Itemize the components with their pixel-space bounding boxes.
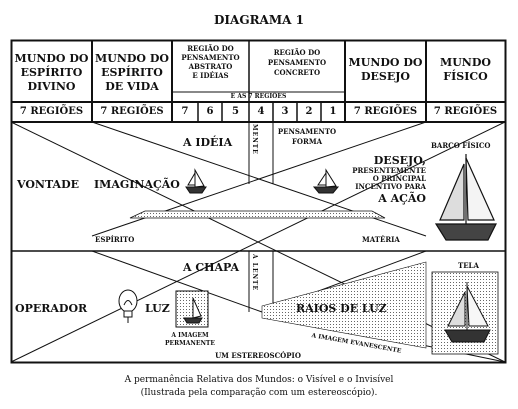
label-a-lente: A LENTE	[251, 254, 258, 292]
seven-regions-physical: 7 REGIÕES	[433, 106, 498, 117]
ship-icon-physical	[434, 154, 497, 241]
world-header-line: DIVINO	[27, 80, 76, 93]
region-number: 4	[257, 106, 265, 117]
label-tela: TELA	[458, 261, 479, 270]
caption-line-1: A permanência Relativa dos Mundos: o Vis…	[124, 375, 394, 385]
label-desejo-line: INCENTIVO PARA	[355, 182, 426, 191]
world-header-line: MUNDO	[440, 56, 491, 69]
label-a-chapa: A CHAPA	[183, 261, 240, 274]
label-desejo-line: PRESENTEMENTE	[352, 166, 426, 175]
world-header-desire: MUNDO DO DESEJO	[345, 56, 426, 84]
label-imagem-line: A IMAGEM	[171, 332, 209, 339]
label-barco-fisico: BARCO FÍSICO	[431, 141, 491, 150]
world-header-line: MUNDO DO	[14, 52, 89, 65]
region-header-line: PENSAMENTO	[267, 58, 327, 67]
label-imagem-permanente: A IMAGEM PERMANENTE	[160, 332, 220, 348]
ship-icon-left	[185, 168, 207, 194]
world-header-physical: MUNDO FÍSICO	[426, 56, 505, 84]
region-header-line: CONCRETO	[273, 68, 321, 77]
region-abstract-thought: REGIÃO DO PENSAMENTO ABSTRATO E IDÉIAS	[172, 44, 249, 80]
label-materia: MATÉRIA	[362, 235, 400, 244]
world-header-life-spirit: MUNDO DO ESPÍRITO DE VIDA	[92, 52, 172, 94]
region-concrete-thought: REGIÃO DO PENSAMENTO CONCRETO	[249, 48, 345, 78]
label-mente: MENTE	[251, 124, 258, 155]
outer-frame	[10, 39, 507, 364]
region-header-line: PENSAMENTO	[181, 53, 240, 62]
world-header-line: ESPÍRITO	[20, 66, 83, 79]
label-desejo: DESEJO,	[373, 154, 426, 167]
region-number: 2	[305, 106, 313, 117]
lightbulb-icon	[118, 289, 138, 323]
region-number: 6	[206, 106, 214, 117]
diagram-title: DIAGRAMA 1	[214, 13, 304, 27]
light-rays	[261, 261, 427, 349]
label-permanente-line: PERMANENTE	[165, 340, 215, 347]
world-header-line: DE VIDA	[105, 80, 159, 93]
label-forma-line: FORMA	[291, 137, 323, 146]
seven-regions-divine: 7 REGIÕES	[19, 106, 84, 117]
label-desejo-detail: PRESENTEMENTE O PRINCIPAL INCENTIVO PARA	[352, 167, 426, 191]
label-pensamento-line: PENSAMENTO	[277, 127, 337, 136]
label-vontade: VONTADE	[17, 178, 80, 191]
label-a-acao: A AÇÃO	[378, 192, 426, 205]
region-number: 7	[181, 106, 189, 117]
label-estereoscopio: UM ESTEREOSCÓPIO	[215, 351, 301, 360]
label-operador: OPERADOR	[15, 302, 88, 315]
world-header-line: ESPÍRITO	[101, 66, 163, 79]
region-header-line: ABSTRATO	[188, 62, 233, 71]
world-header-line: FÍSICO	[443, 70, 488, 83]
world-header-line: MUNDO DO	[95, 52, 169, 65]
seven-regions-life: 7 REGIÕES	[100, 106, 164, 117]
caption-line-2: (Ilustrada pela comparação com um estere…	[140, 388, 378, 398]
region-number: 5	[232, 106, 239, 117]
world-header-line: DESEJO	[360, 70, 411, 83]
world-header-line: MUNDO DO	[348, 56, 423, 69]
world-header-divine: MUNDO DO ESPÍRITO DIVINO	[11, 52, 92, 94]
region-number: 1	[329, 106, 337, 117]
label-luz: LUZ	[145, 302, 170, 315]
regions-label: E AS 7 REGIÕES	[230, 93, 287, 100]
hatched-wedge	[129, 210, 386, 219]
seven-regions-desire: 7 REGIÕES	[353, 106, 418, 117]
label-pensamento-forma: PENSAMENTO FORMA	[276, 127, 338, 147]
region-header-line: REGIÃO DO	[273, 48, 321, 57]
label-a-ideia: A IDÉIA	[183, 136, 233, 149]
slide-permanent-image	[175, 290, 209, 328]
label-raios-de-luz: RAIOS DE LUZ	[296, 302, 387, 315]
label-espirito: ESPÍRITO	[95, 235, 135, 244]
label-imaginacao: IMAGINAÇÃO	[94, 178, 180, 191]
region-number: 3	[281, 106, 289, 117]
region-header-line: REGIÃO DO	[187, 44, 234, 53]
label-desejo-line: O PRINCIPAL	[372, 174, 426, 183]
region-header-line: E IDÉIAS	[192, 71, 229, 80]
label-desejo-line: DESEJO,	[373, 154, 426, 167]
ship-icon-screen	[444, 282, 491, 343]
ship-icon-right	[312, 168, 340, 194]
